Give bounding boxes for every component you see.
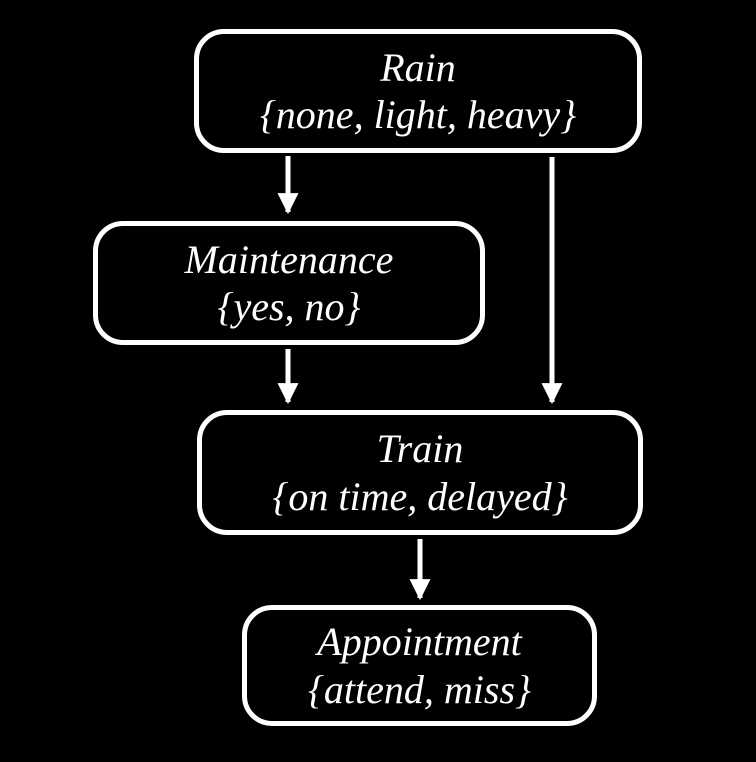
node-rain-states: {none, light, heavy} xyxy=(259,92,577,137)
node-rain-label: Rain xyxy=(380,44,456,90)
node-maintenance-states: {yes, no} xyxy=(217,284,361,329)
node-appointment-states: {attend, miss} xyxy=(307,666,532,712)
node-train: Train {on time, delayed} xyxy=(197,410,643,535)
node-train-label: Train xyxy=(376,426,464,472)
node-appointment-label: Appointment xyxy=(317,619,522,665)
node-train-states: {on time, delayed} xyxy=(272,473,568,519)
node-maintenance-label: Maintenance xyxy=(184,236,394,282)
node-appointment: Appointment {attend, miss} xyxy=(242,605,597,726)
node-rain: Rain {none, light, heavy} xyxy=(194,29,642,153)
node-maintenance: Maintenance {yes, no} xyxy=(93,221,485,345)
